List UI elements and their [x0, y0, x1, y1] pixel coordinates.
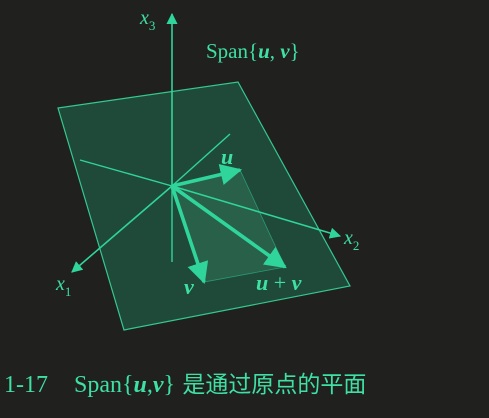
vector-v-label: v	[184, 274, 194, 299]
x2-axis-label: x2	[343, 227, 359, 253]
x1-axis-negative	[171, 133, 231, 187]
vector-u	[171, 163, 243, 188]
x1-axis-label: x1	[55, 273, 71, 299]
x2-axis	[171, 185, 342, 239]
x2-axis-negative	[79, 159, 173, 187]
span-plane-label: Span{u, v}	[206, 39, 300, 63]
vector-u-label: u	[221, 144, 233, 169]
vector-u-plus-v-label: u + v	[256, 270, 302, 295]
vector-u-plus-v	[170, 184, 287, 269]
vector-v	[170, 185, 209, 285]
x3-axis-label: x3	[139, 7, 155, 33]
x1-axis	[71, 185, 173, 273]
